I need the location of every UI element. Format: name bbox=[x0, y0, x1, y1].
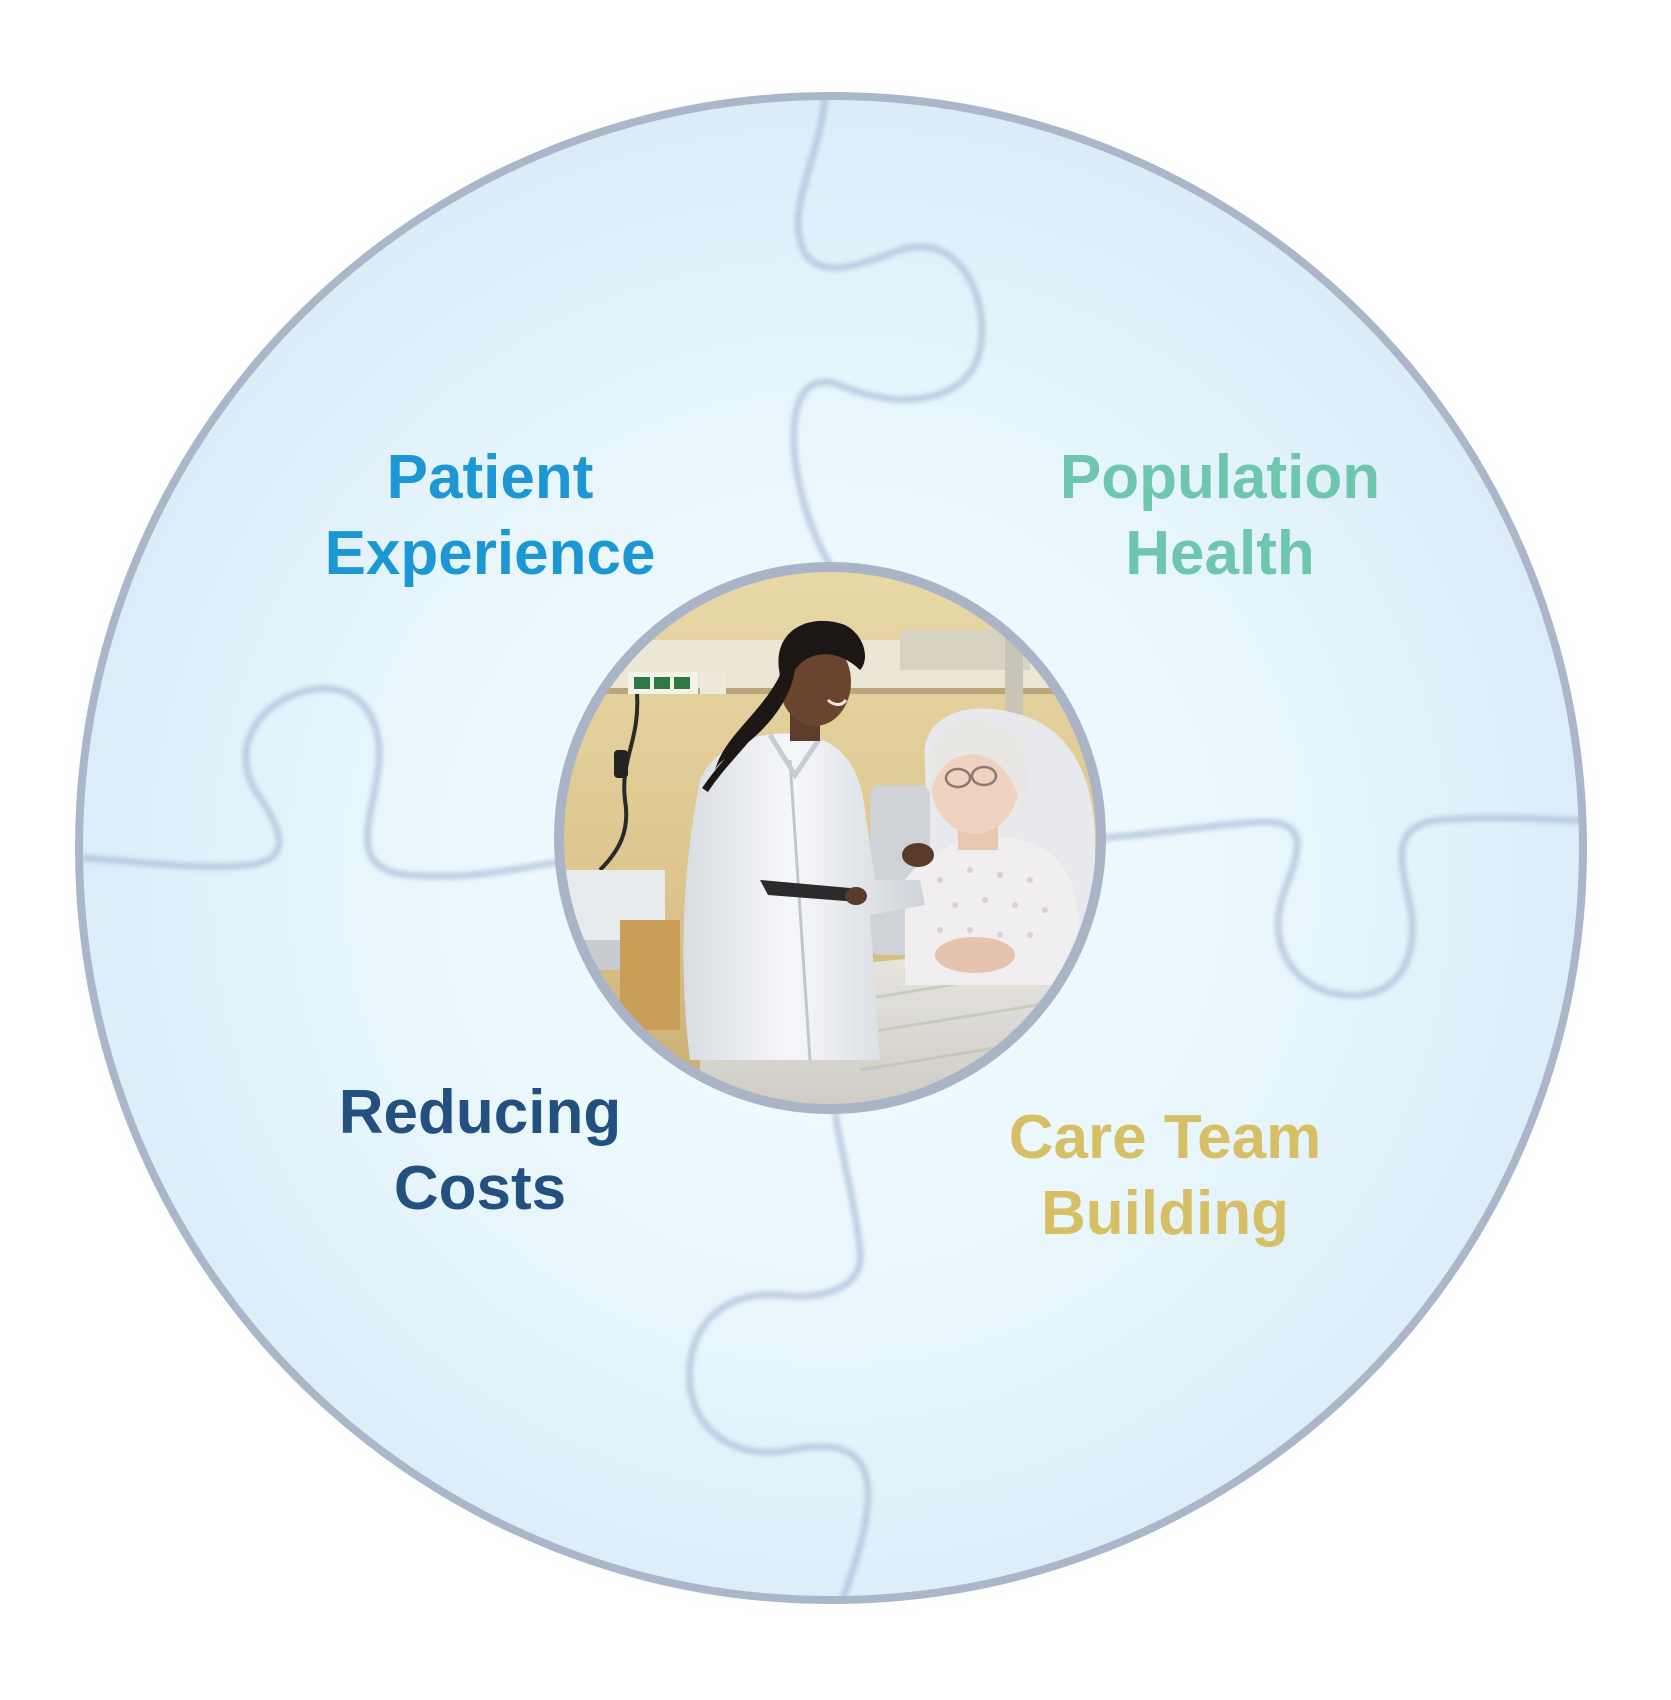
label-patient-experience-line2: Experience bbox=[290, 516, 690, 592]
label-care-team-building-line2: Building bbox=[985, 1176, 1345, 1252]
label-reducing-costs: Reducing Costs bbox=[300, 1075, 660, 1227]
label-patient-experience-line1: Patient bbox=[290, 440, 690, 516]
label-population-health-line1: Population bbox=[1030, 440, 1410, 516]
label-care-team-building-line1: Care Team bbox=[985, 1100, 1345, 1176]
label-population-health-line2: Health bbox=[1030, 516, 1410, 592]
label-patient-experience: Patient Experience bbox=[290, 440, 690, 592]
label-reducing-costs-line1: Reducing bbox=[300, 1075, 660, 1151]
label-reducing-costs-line2: Costs bbox=[300, 1151, 660, 1227]
label-care-team-building: Care Team Building bbox=[985, 1100, 1345, 1252]
label-population-health: Population Health bbox=[1030, 440, 1410, 592]
